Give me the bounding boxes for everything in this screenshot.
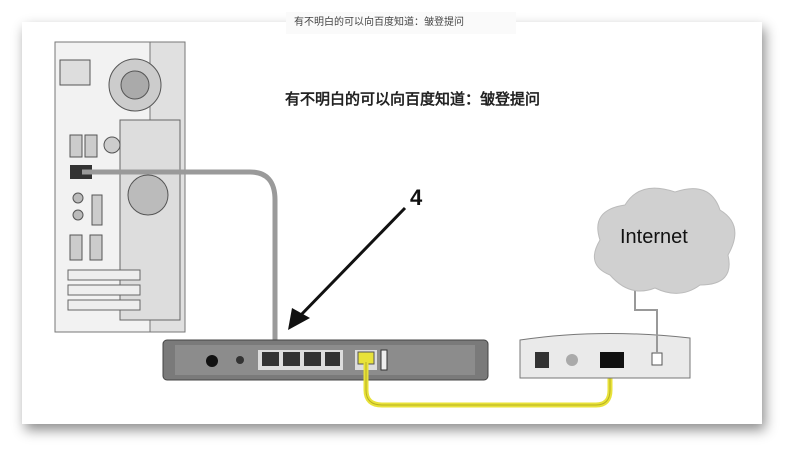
computer-tower (54, 41, 186, 333)
internet-cloud: Internet (593, 187, 736, 294)
router (162, 339, 489, 381)
cloud-label: Internet (620, 226, 688, 248)
callout-arrow: 4 (288, 185, 423, 330)
caption-text: 有不明白的可以向百度知道：皱登提问 (285, 90, 541, 108)
watermark-text: 有不明白的可以向百度知道：皱登提问 (286, 12, 516, 34)
modem (519, 332, 691, 379)
lan-cable (82, 169, 278, 355)
callout-label: 4 (410, 185, 423, 210)
